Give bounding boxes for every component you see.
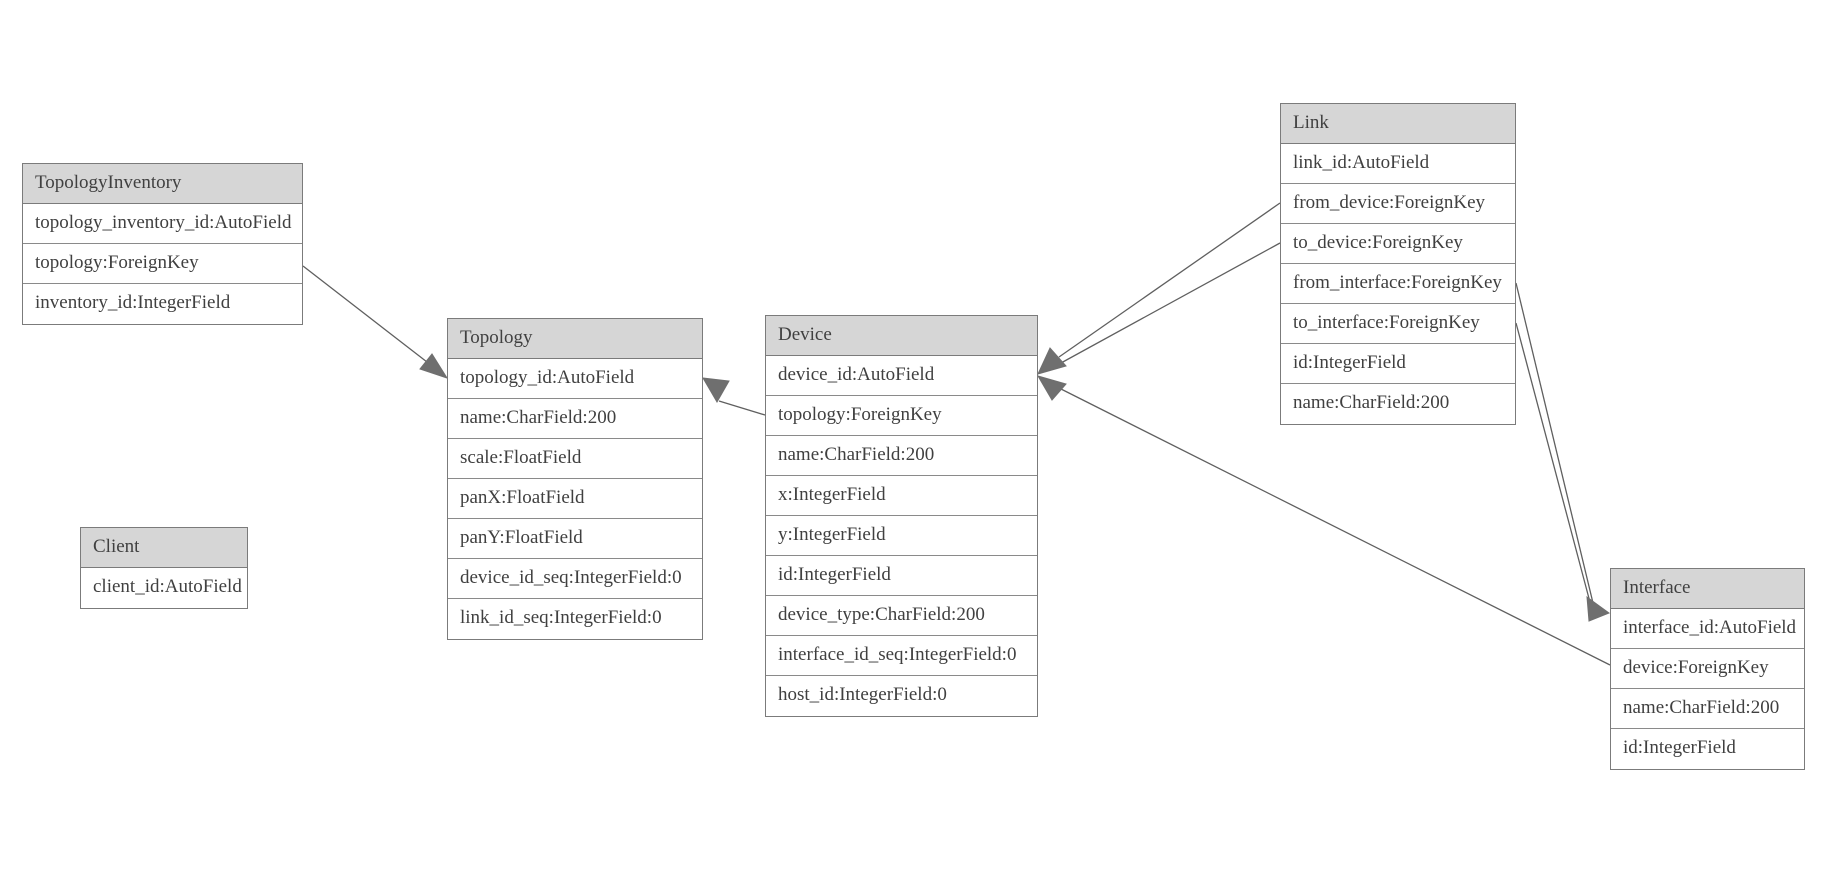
entity-interface: Interface interface_id:AutoField device:… bbox=[1610, 568, 1805, 770]
field-interface-id2: id:IntegerField bbox=[1611, 729, 1804, 769]
field-device-type: device_type:CharField:200 bbox=[766, 596, 1037, 636]
field-device-topology: topology:ForeignKey bbox=[766, 396, 1037, 436]
entity-topology-title: Topology bbox=[448, 319, 702, 359]
entity-client-title: Client bbox=[81, 528, 247, 568]
field-device-name: name:CharField:200 bbox=[766, 436, 1037, 476]
entity-device-title: Device bbox=[766, 316, 1037, 356]
field-interface-device: device:ForeignKey bbox=[1611, 649, 1804, 689]
field-topology-scale: scale:FloatField bbox=[448, 439, 702, 479]
edge-device-topology bbox=[718, 400, 766, 416]
entity-client: Client client_id:AutoField bbox=[80, 527, 248, 609]
entity-topology-inventory: TopologyInventory topology_inventory_id:… bbox=[22, 163, 303, 325]
field-link-to-device: to_device:ForeignKey bbox=[1281, 224, 1515, 264]
entity-device: Device device_id:AutoField topology:Fore… bbox=[765, 315, 1038, 717]
field-topology-link-id-seq: link_id_seq:IntegerField:0 bbox=[448, 599, 702, 639]
edge-link-from-device bbox=[1058, 202, 1281, 358]
field-topology-id: topology_id:AutoField bbox=[448, 359, 702, 399]
field-device-x: x:IntegerField bbox=[766, 476, 1037, 516]
entity-link: Link link_id:AutoField from_device:Forei… bbox=[1280, 103, 1516, 425]
field-link-from-device: from_device:ForeignKey bbox=[1281, 184, 1515, 224]
field-device-id: device_id:AutoField bbox=[766, 356, 1037, 396]
field-interface-id: interface_id:AutoField bbox=[1611, 609, 1804, 649]
field-device-host-id: host_id:IntegerField:0 bbox=[766, 676, 1037, 716]
entity-link-title: Link bbox=[1281, 104, 1515, 144]
arrowhead-link-interface bbox=[1586, 595, 1611, 622]
field-client-id: client_id:AutoField bbox=[81, 568, 247, 608]
field-interface-name: name:CharField:200 bbox=[1611, 689, 1804, 729]
field-device-y: y:IntegerField bbox=[766, 516, 1037, 556]
field-topology-inventory-id: topology_inventory_id:AutoField bbox=[23, 204, 302, 244]
entity-topology: Topology topology_id:AutoField name:Char… bbox=[447, 318, 703, 640]
field-topology-panx: panX:FloatField bbox=[448, 479, 702, 519]
field-device-interface-id-seq: interface_id_seq:IntegerField:0 bbox=[766, 636, 1037, 676]
edge-link-to-interface bbox=[1515, 322, 1592, 607]
arrowhead-interface-device bbox=[1036, 375, 1067, 401]
field-device-id2: id:IntegerField bbox=[766, 556, 1037, 596]
field-topology-pany: panY:FloatField bbox=[448, 519, 702, 559]
edge-topologyinventory-topology bbox=[302, 265, 428, 363]
edge-link-to-device bbox=[1060, 242, 1281, 364]
edge-link-from-interface bbox=[1515, 282, 1594, 604]
arrowhead-topologyinventory-topology bbox=[419, 353, 449, 379]
field-link-to-interface: to_interface:ForeignKey bbox=[1281, 304, 1515, 344]
arrowhead-device-topology bbox=[702, 377, 730, 403]
field-topology-inventory-inventory-id: inventory_id:IntegerField bbox=[23, 284, 302, 324]
field-topology-device-id-seq: device_id_seq:IntegerField:0 bbox=[448, 559, 702, 599]
field-link-from-interface: from_interface:ForeignKey bbox=[1281, 264, 1515, 304]
arrowhead-link-device bbox=[1037, 347, 1067, 375]
field-link-name: name:CharField:200 bbox=[1281, 384, 1515, 424]
field-topology-name: name:CharField:200 bbox=[448, 399, 702, 439]
field-link-id2: id:IntegerField bbox=[1281, 344, 1515, 384]
entity-topology-inventory-title: TopologyInventory bbox=[23, 164, 302, 204]
field-topology-inventory-topology: topology:ForeignKey bbox=[23, 244, 302, 284]
edge-interface-device bbox=[1060, 388, 1611, 666]
entity-interface-title: Interface bbox=[1611, 569, 1804, 609]
field-link-id: link_id:AutoField bbox=[1281, 144, 1515, 184]
